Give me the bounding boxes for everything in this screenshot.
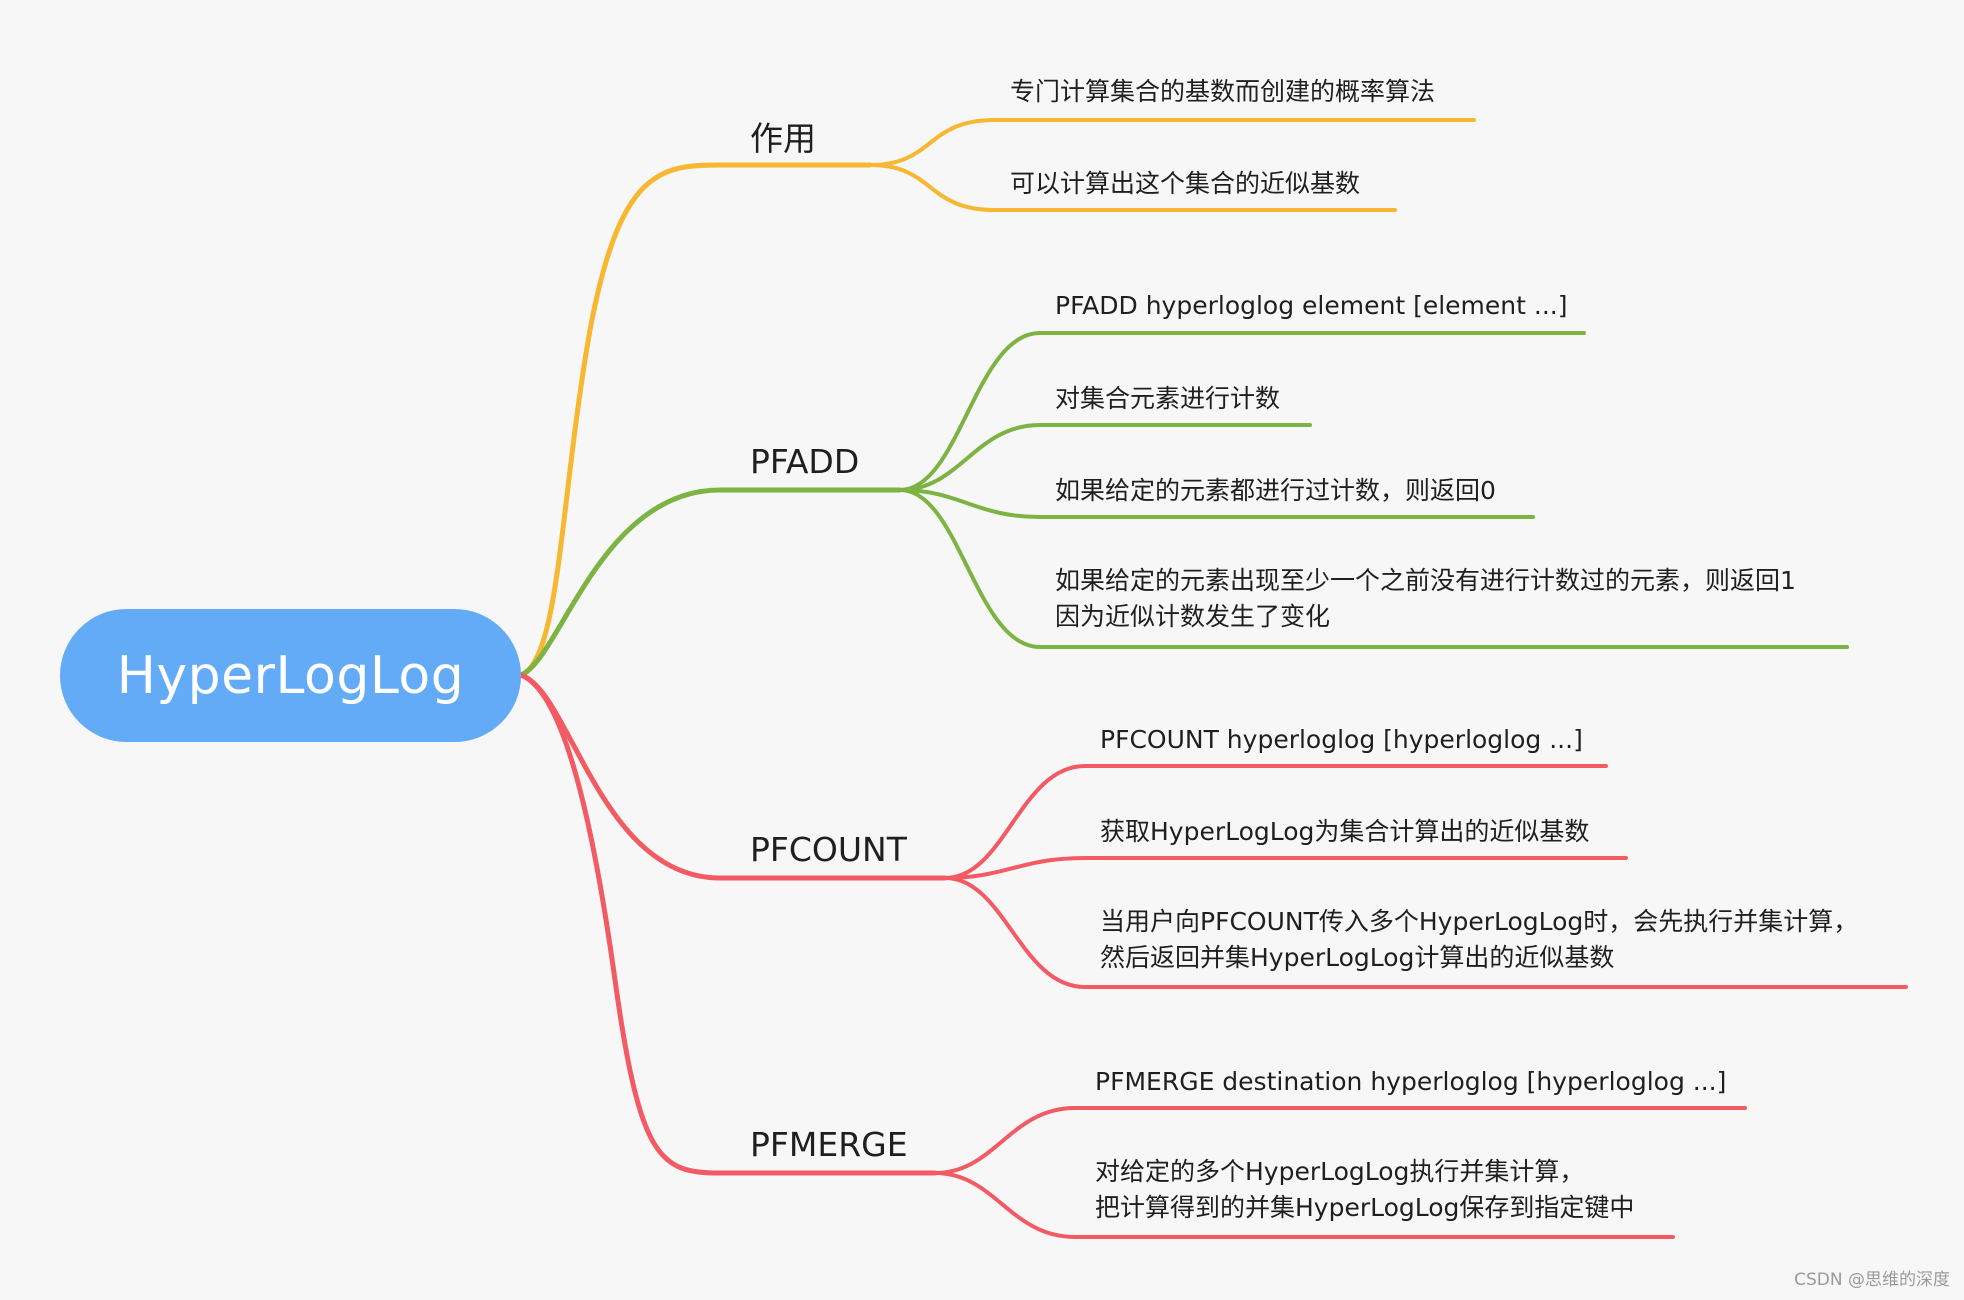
leaf-line: 可以计算出这个集合的近似基数 <box>1010 169 1361 198</box>
connector-pfcount-leaf-1 <box>943 764 1608 880</box>
branch-label-pfmerge[interactable]: PFMERGE <box>750 1125 908 1164</box>
leaf-line: 专门计算集合的基数而创建的概率算法 <box>1010 77 1436 106</box>
root-label: HyperLogLog <box>116 645 465 706</box>
leaf-zuoyong-1[interactable]: 专门计算集合的基数而创建的概率算法 <box>1010 74 1435 110</box>
connector-zuoyong-leaf-2 <box>868 163 1397 212</box>
connector-root-pfadd <box>518 487 903 678</box>
connector-pfadd-leaf-3 <box>898 488 1535 519</box>
leaf-line: 对给定的多个HyperLogLog执行并集计算， <box>1095 1157 1585 1186</box>
leaf-line: 如果给定的元素都进行过计数，则返回0 <box>1055 476 1496 505</box>
leaf-line: 把计算得到的并集HyperLogLog保存到指定键中 <box>1095 1193 1635 1222</box>
leaf-line: PFADD hyperloglog element [element ...] <box>1055 291 1568 320</box>
connector-pfmerge-leaf-1 <box>933 1106 1747 1175</box>
connector-pfadd-leaf-4 <box>898 488 1849 649</box>
root-node[interactable]: HyperLogLog <box>60 609 521 742</box>
leaf-line: 对集合元素进行计数 <box>1055 384 1281 413</box>
leaf-pfadd-1[interactable]: PFADD hyperloglog element [element ...] <box>1055 288 1567 324</box>
leaf-line: 如果给定的元素出现至少一个之前没有进行计数过的元素，则返回1 <box>1055 566 1796 595</box>
leaf-line: PFCOUNT hyperloglog [hyperloglog ...] <box>1100 725 1583 754</box>
leaf-line: 当用户向PFCOUNT传入多个HyperLogLog时，会先执行并集计算， <box>1100 907 1859 936</box>
leaf-pfmerge-2[interactable]: 对给定的多个HyperLogLog执行并集计算， 把计算得到的并集HyperLo… <box>1095 1154 1634 1226</box>
leaf-pfcount-3[interactable]: 当用户向PFCOUNT传入多个HyperLogLog时，会先执行并集计算， 然后… <box>1100 904 1858 976</box>
leaf-pfcount-2[interactable]: 获取HyperLogLog为集合计算出的近似基数 <box>1100 814 1589 850</box>
branch-label-zuoyong[interactable]: 作用 <box>750 119 816 158</box>
connector-root-pfmerge <box>518 672 938 1176</box>
connector-pfcount-leaf-2 <box>943 856 1628 880</box>
connector-pfcount-leaf-3 <box>943 876 1908 989</box>
connector-pfmerge-leaf-2 <box>933 1171 1675 1239</box>
leaf-pfcount-1[interactable]: PFCOUNT hyperloglog [hyperloglog ...] <box>1100 722 1583 758</box>
leaf-line: 获取HyperLogLog为集合计算出的近似基数 <box>1100 817 1590 846</box>
branch-label-pfcount[interactable]: PFCOUNT <box>750 830 907 869</box>
connector-pfadd-leaf-1 <box>898 331 1586 492</box>
leaf-pfadd-4[interactable]: 如果给定的元素出现至少一个之前没有进行计数过的元素，则返回1 因为近似计数发生了… <box>1055 563 1796 635</box>
connector-zuoyong-leaf-1 <box>868 118 1476 167</box>
branch-label-pfadd[interactable]: PFADD <box>750 442 860 481</box>
leaf-pfmerge-1[interactable]: PFMERGE destination hyperloglog [hyperlo… <box>1095 1064 1726 1100</box>
connector-root-zuoyong <box>518 162 873 678</box>
leaf-line: 因为近似计数发生了变化 <box>1055 602 1331 631</box>
leaf-pfadd-2[interactable]: 对集合元素进行计数 <box>1055 381 1280 417</box>
leaf-zuoyong-2[interactable]: 可以计算出这个集合的近似基数 <box>1010 166 1360 202</box>
watermark-text: CSDN @思维的深度 <box>1794 1270 1950 1290</box>
connector-pfadd-leaf-2 <box>898 423 1312 492</box>
leaf-pfadd-3[interactable]: 如果给定的元素都进行过计数，则返回0 <box>1055 473 1496 509</box>
leaf-line: PFMERGE destination hyperloglog [hyperlo… <box>1095 1067 1727 1096</box>
leaf-line: 然后返回并集HyperLogLog计算出的近似基数 <box>1100 943 1615 972</box>
